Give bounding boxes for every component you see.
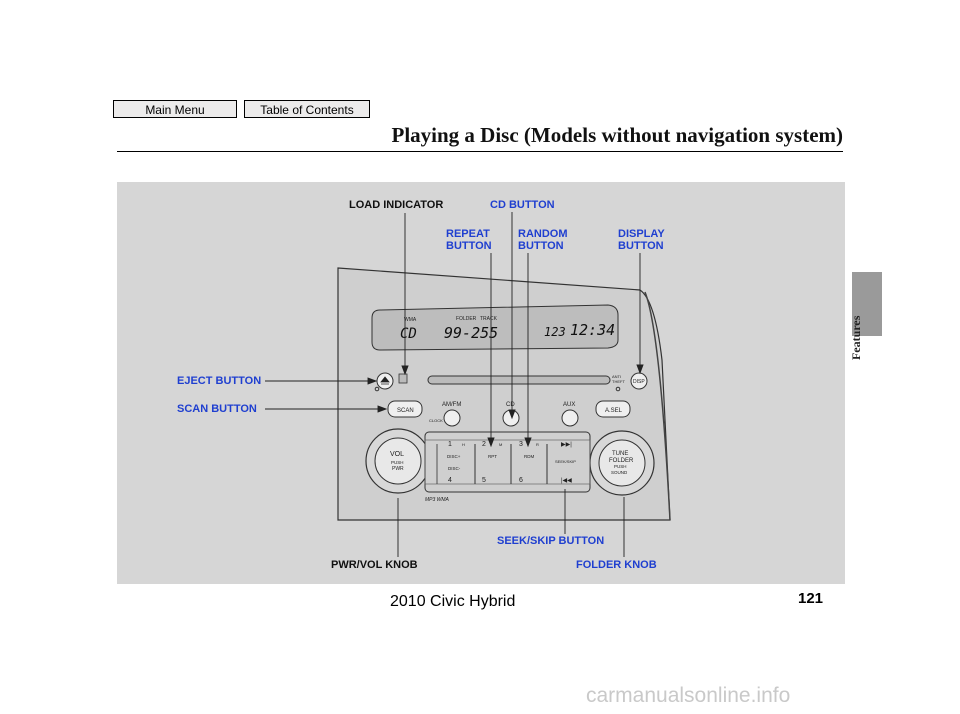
ind-wma: WMA [404,317,417,323]
callout-seek-skip-button: SEEK/SKIP BUTTON [497,535,605,547]
disc-slot [427,375,611,385]
svg-text:MP3 WMA: MP3 WMA [425,497,450,503]
svg-text:RPT: RPT [488,454,497,459]
svg-text:2: 2 [482,441,486,448]
svg-text:R: R [536,442,539,447]
scan-button [387,400,423,418]
svg-text:DISP: DISP [633,379,645,385]
svg-text:TUNE: TUNE [612,451,628,457]
svg-text:VOL: VOL [390,451,404,458]
watermark: carmanualsonline.info [586,684,791,707]
svg-text:1: 1 [448,441,452,448]
load-indicator-icon [398,373,408,384]
skip-forward-icon: ▶▶| [561,442,572,448]
callout-scan-button: SCAN BUTTON [177,403,257,415]
svg-text:PUSH: PUSH [391,460,404,465]
callout-display-button: DISPLAY BUTTON [618,228,665,252]
svg-text:SEEK/SKIP: SEEK/SKIP [555,459,576,464]
svg-text:A.SEL: A.SEL [605,408,623,414]
lcd-display [371,304,619,351]
display-clock: 12:34 [570,321,615,339]
title-divider [117,151,843,152]
svg-text:4: 4 [448,477,452,484]
callout-cd-button: CD BUTTON [490,199,555,211]
main-menu-button[interactable]: Main Menu [113,100,237,118]
eject-icon [380,376,390,385]
page-number: 121 [798,590,824,607]
svg-text:CD: CD [506,402,515,408]
svg-text:DISC+: DISC+ [447,454,461,459]
svg-text:PWR: PWR [392,466,404,472]
model-name: 2010 Civic Hybrid [390,593,516,610]
skip-back-icon: |◀◀ [561,478,572,484]
svg-text:6: 6 [519,477,523,484]
callout-eject-button: EJECT BUTTON [177,375,262,387]
svg-text:DISC-: DISC- [448,466,461,471]
a-sel-button [595,400,631,418]
disp-button [630,372,648,390]
svg-text:CLOCK: CLOCK [429,418,443,423]
svg-text:SOUND: SOUND [611,470,628,475]
svg-text:FOLDER: FOLDER [609,458,634,464]
radio-figure: WMA FOLDER TRACK CD 99-255 123 12:34 ANT… [117,182,845,584]
svg-text:AUX: AUX [563,402,575,408]
page-title: Playing a Disc (Models without navigatio… [391,123,844,147]
radio-illustration: WMA FOLDER TRACK CD 99-255 123 12:34 ANT… [265,212,671,557]
section-tab-marker [852,272,882,336]
svg-text:SCAN: SCAN [397,408,414,414]
svg-text:M: M [499,442,502,447]
ind-folder: FOLDER [456,316,477,322]
svg-text:H: H [462,442,465,447]
callout-repeat-button: REPEAT BUTTON [446,228,492,252]
svg-text:RDM: RDM [524,454,534,459]
callout-pwr-vol-knob: PWR/VOL KNOB [331,559,418,571]
callout-load-indicator: LOAD INDICATOR [349,199,444,211]
section-tab-label: Features [849,315,863,360]
svg-text:THEFT: THEFT [612,379,625,384]
ind-track: TRACK [480,316,498,322]
svg-text:AM/FM: AM/FM [442,402,461,408]
callout-folder-knob: FOLDER KNOB [576,559,657,571]
svg-text:5: 5 [482,477,486,484]
display-track: 99-255 [444,324,498,342]
anti-theft-text: ANTI [612,374,621,379]
display-cd: CD [400,326,417,342]
am-fm-button [443,409,461,427]
aux-button [561,409,579,427]
table-of-contents-button[interactable]: Table of Contents [244,100,370,118]
svg-text:3: 3 [519,441,523,448]
svg-text:PUSH: PUSH [614,464,627,469]
display-number: 123 [544,325,566,339]
callout-random-button: RANDOM BUTTON [518,228,568,252]
